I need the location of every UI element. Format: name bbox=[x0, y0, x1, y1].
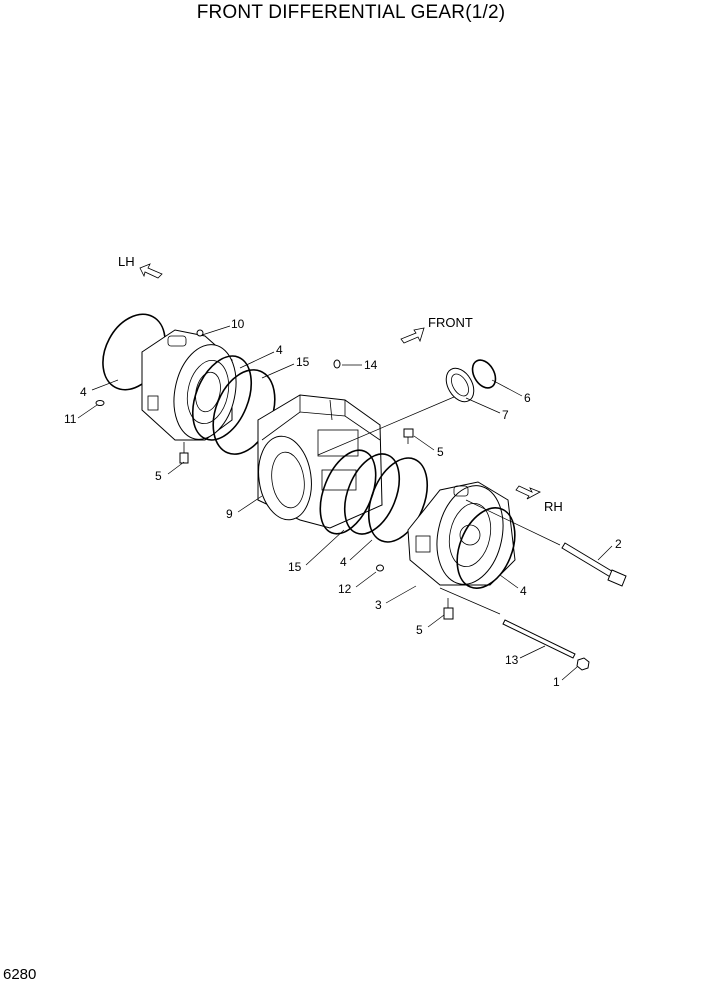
callout-10: 10 bbox=[231, 317, 245, 331]
direction-label-rh: RH bbox=[544, 499, 563, 514]
callout-4: 4 bbox=[80, 385, 87, 399]
direction-arrow-icon bbox=[400, 327, 425, 344]
page-title: FRONT DIFFERENTIAL GEAR(1/2) bbox=[196, 2, 506, 23]
callout-13: 13 bbox=[505, 653, 519, 667]
callout-4: 4 bbox=[520, 584, 527, 598]
lh-axle-housing bbox=[141, 329, 237, 441]
center-gasket-ring bbox=[367, 457, 429, 543]
direction-label-front: FRONT bbox=[428, 315, 473, 330]
callout-4: 4 bbox=[276, 343, 283, 357]
pin-14 bbox=[333, 359, 341, 369]
callout-14: 14 bbox=[364, 358, 378, 372]
snap-ring-6 bbox=[471, 359, 497, 389]
direction-arrow-icon bbox=[515, 485, 541, 500]
plug-11 bbox=[95, 400, 105, 406]
callout-7: 7 bbox=[502, 408, 509, 422]
callout-4: 4 bbox=[340, 555, 347, 569]
callout-2: 2 bbox=[615, 537, 622, 551]
leader-lines bbox=[77, 325, 613, 681]
callout-9: 9 bbox=[226, 507, 233, 521]
page-number: 6280 bbox=[3, 966, 37, 983]
carrier-housing-9 bbox=[257, 394, 383, 529]
rh-axle-housing-3 bbox=[407, 481, 516, 586]
callout-15: 15 bbox=[288, 560, 302, 574]
callout-11: 11 bbox=[64, 412, 77, 426]
callout-1: 1 bbox=[553, 675, 560, 689]
callout-5: 5 bbox=[416, 623, 423, 637]
bolt-5-rh bbox=[443, 598, 454, 620]
direction-arrow-icon bbox=[139, 263, 163, 279]
center-o-ring-4 bbox=[343, 453, 401, 535]
bolt-2 bbox=[561, 542, 627, 587]
callout-6: 6 bbox=[524, 391, 531, 405]
callout-5: 5 bbox=[437, 445, 444, 459]
plug-12 bbox=[376, 564, 384, 572]
lh-o-ring-4 bbox=[191, 355, 253, 441]
stud-13 bbox=[502, 619, 576, 659]
callout-5: 5 bbox=[155, 469, 162, 483]
callout-3: 3 bbox=[375, 598, 382, 612]
bolt-5-center bbox=[403, 428, 414, 444]
callout-12: 12 bbox=[338, 582, 352, 596]
bolt-5-lh bbox=[179, 442, 189, 464]
callout-15: 15 bbox=[296, 355, 310, 369]
seal-7 bbox=[445, 367, 475, 403]
rh-o-ring-4 bbox=[456, 507, 516, 589]
nut-1 bbox=[576, 657, 590, 671]
direction-label-lh: LH bbox=[118, 254, 135, 269]
